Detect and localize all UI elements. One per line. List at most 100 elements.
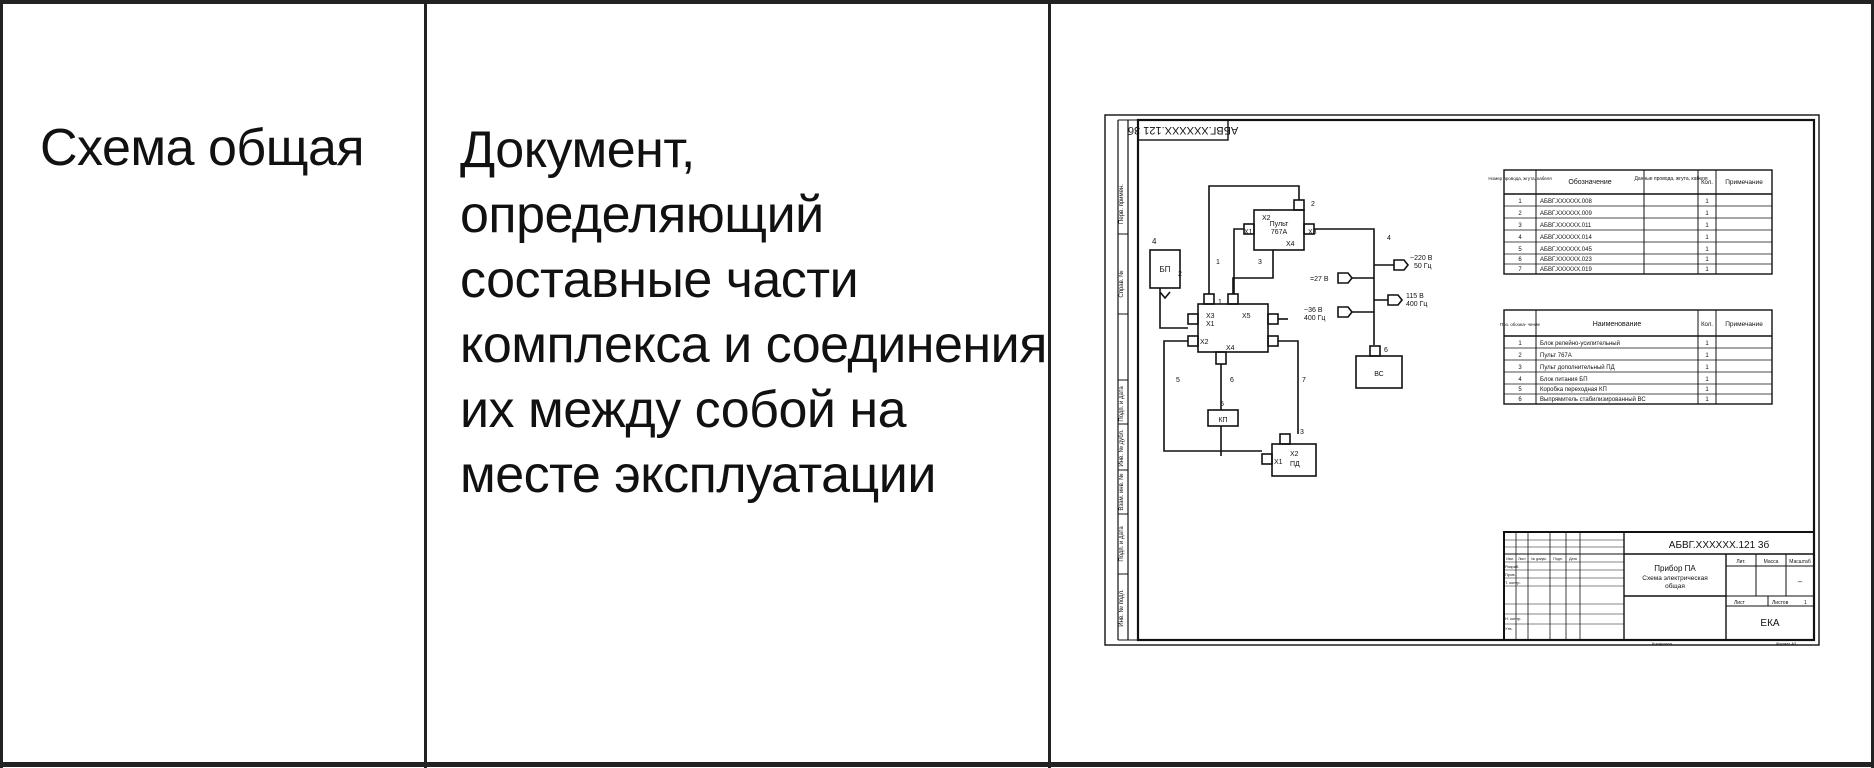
table-cell: 1 <box>1518 341 1522 347</box>
table-header: Поз. обозна- чение <box>1500 322 1540 327</box>
main-connector <box>1267 335 1279 347</box>
table-cell: Пульт 767А <box>1540 353 1572 359</box>
title-block <box>1503 531 1815 641</box>
wire <box>1159 298 1188 329</box>
title-block-scale-value: – <box>1798 577 1803 586</box>
wire-number: 5 <box>1176 377 1180 384</box>
wire-number: 1 <box>1216 259 1220 266</box>
table-header: Примечание <box>1725 321 1763 328</box>
wire-number: 7 <box>1302 377 1306 384</box>
title-block-org: ЕКА <box>1760 618 1779 629</box>
column-divider <box>424 0 427 768</box>
title-block-role: Пров. <box>1505 572 1516 577</box>
title-block-role: Т. контр. <box>1505 580 1521 585</box>
power-terminal <box>1393 259 1410 271</box>
table-cell: Блок релейно-усилительный <box>1540 340 1620 347</box>
side-label: Справ. № <box>1118 270 1125 297</box>
wire-number: 2 <box>1178 271 1182 278</box>
rotated-code-box <box>1137 119 1229 141</box>
definition-cell: Документ, определяющий составные части к… <box>460 118 1060 508</box>
wire-number: 4 <box>1387 235 1391 242</box>
definition-line: Документ, <box>460 121 695 179</box>
wire <box>1233 228 1244 294</box>
table-cell: Выпрямитель стабилизированный ВС <box>1540 396 1646 403</box>
title-block-col-header: Дата <box>1569 557 1577 561</box>
side-label: Инв. № подл. <box>1118 589 1125 627</box>
sheet-outer-frame <box>1104 114 1820 646</box>
block-kp-label: КП <box>1218 417 1227 424</box>
table-cell: 1 <box>1705 377 1709 383</box>
side-label: Подп. и дата <box>1119 526 1125 562</box>
table-cell: 1 <box>1705 223 1709 229</box>
title-block-footer: Формат А3 <box>1776 641 1797 646</box>
connector-label: X1 <box>1244 229 1253 236</box>
connector-label: X2 <box>1290 451 1299 458</box>
main-connector <box>1215 351 1227 365</box>
table-cell: 5 <box>1518 387 1522 393</box>
table-cell: 1 <box>1705 397 1709 403</box>
side-label: Подп. и дата <box>1119 386 1125 422</box>
main-connector <box>1203 293 1215 305</box>
title-block-col-header: Подп. <box>1553 557 1562 561</box>
table-cell: 3 <box>1518 223 1522 229</box>
table-cell: 1 <box>1705 257 1709 263</box>
block-kp-number: 5 <box>1220 401 1224 408</box>
table-cell: Пульт дополнительный ПД <box>1540 364 1615 371</box>
title-block-code: АБВГ.XXXXXX.121 3б <box>1669 539 1770 551</box>
table-cell: 7 <box>1518 267 1522 273</box>
main-connector <box>1187 313 1199 325</box>
power-terminal <box>1337 306 1354 318</box>
title-block-col-header: № докум. <box>1531 557 1546 561</box>
table-cell: 1 <box>1705 365 1709 371</box>
definition-line: месте эксплуатации <box>460 446 936 504</box>
wire <box>1352 264 1394 313</box>
table-header: Номер провода, жгута, кабеля <box>1488 176 1552 181</box>
term-cell: Схема общая <box>40 119 365 177</box>
wire-number: 6 <box>1230 377 1234 384</box>
power-label: ~36 В <box>1304 307 1323 314</box>
wire-list-table <box>1503 169 1773 275</box>
power-label: 50 Гц <box>1414 263 1432 270</box>
table-header: Данные провода, жгута, кабеля <box>1634 176 1707 182</box>
table-cell: 6 <box>1518 257 1522 263</box>
block-main-number: 1 <box>1218 299 1222 306</box>
block-pd-label: ПД <box>1290 461 1300 468</box>
main-connector <box>1267 313 1279 325</box>
title-block-title: общая <box>1665 582 1685 590</box>
side-label: Взам. инв. № <box>1118 473 1125 510</box>
table-cell: 1 <box>1705 353 1709 359</box>
connector-label: X2 <box>1262 215 1271 222</box>
title-block-footer: Копировал <box>1652 641 1673 646</box>
title-block-label: Масса <box>1764 559 1779 565</box>
title-block-title: Прибор ПА <box>1654 564 1696 573</box>
main-connector <box>1187 335 1199 347</box>
wire <box>1232 250 1274 294</box>
title-block-col-header: Лист <box>1518 557 1526 561</box>
table-cell: 1 <box>1705 199 1709 205</box>
block-pult-label: 767А <box>1271 229 1288 236</box>
power-label: =27 В <box>1310 276 1329 283</box>
title-block-role: Утв. <box>1505 626 1513 631</box>
connector-label: X5 <box>1242 313 1251 320</box>
table-cell: АБВГ.XXXXXX.008 <box>1540 199 1592 205</box>
table-cell: АБВГ.XXXXXX.045 <box>1540 247 1592 253</box>
table-header: Примечание <box>1725 179 1763 186</box>
block-kp <box>1207 409 1239 427</box>
table-cell: АБВГ.XXXXXX.019 <box>1540 267 1592 273</box>
table-cell: 1 <box>1705 211 1709 217</box>
table-cell: 1 <box>1705 341 1709 347</box>
table-bottom-border <box>0 762 1874 767</box>
connector-label: X2 <box>1200 339 1209 346</box>
table-cell: 4 <box>1518 235 1522 241</box>
title-block-label: Листов <box>1772 600 1789 606</box>
title-block-role: Разраб. <box>1505 564 1519 569</box>
table-cell: Блок питания БП <box>1540 377 1588 383</box>
table-cell: 1 <box>1705 247 1709 253</box>
power-terminal <box>1337 272 1354 284</box>
table-cell: 6 <box>1518 397 1522 403</box>
table-cell: 2 <box>1518 353 1522 359</box>
connector-label: X4 <box>1286 241 1295 248</box>
connector-label: X1 <box>1206 321 1215 328</box>
block-pult-number: 2 <box>1311 201 1315 208</box>
